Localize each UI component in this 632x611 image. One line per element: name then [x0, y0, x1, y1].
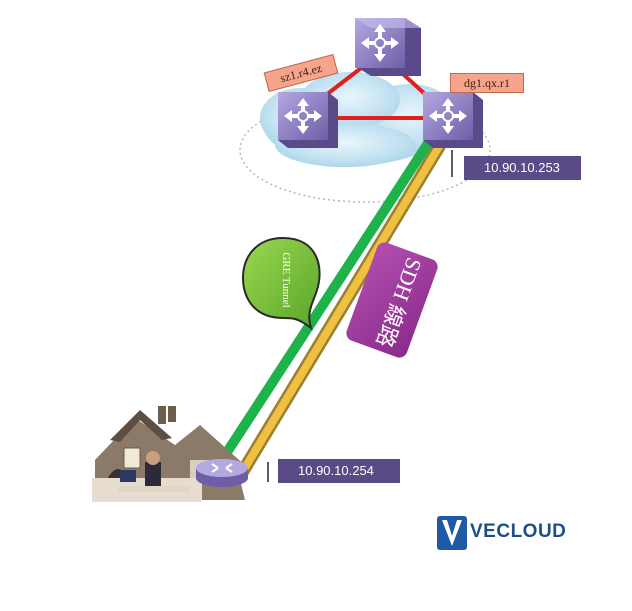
gre-tunnel-line	[213, 123, 443, 471]
vecloud-logo-text: VECLOUD	[470, 521, 567, 542]
router-icon	[355, 18, 421, 76]
router-icon	[196, 459, 248, 487]
sdh-line	[233, 133, 450, 483]
sdh-badge	[346, 242, 438, 358]
branch-ip-label: 10.90.10.254	[278, 459, 400, 483]
cloud-outline	[239, 97, 491, 203]
gre-callout-text: GRE Tunnel	[280, 252, 292, 307]
core-ip-label: 10.90.10.253	[464, 156, 581, 180]
vecloud-logo	[437, 516, 467, 550]
router-name-tag-right: dg1.qx.r1	[450, 73, 524, 93]
router-icon	[423, 92, 483, 148]
router-icon	[278, 92, 338, 148]
callout-icon	[241, 236, 321, 331]
building-icon	[92, 406, 248, 502]
